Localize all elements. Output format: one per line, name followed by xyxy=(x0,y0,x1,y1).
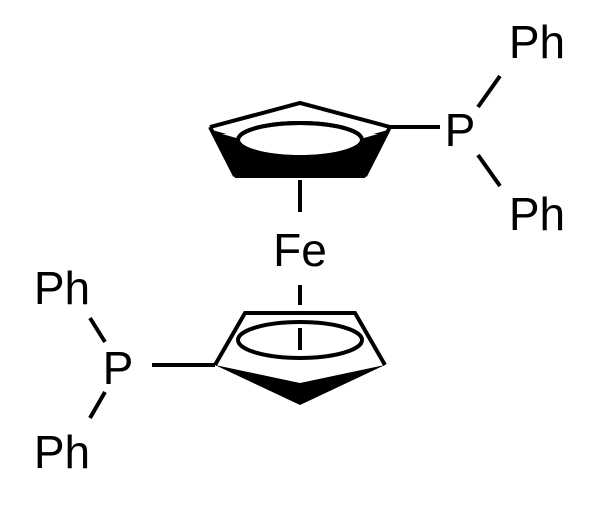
top-ph-lower-label: Ph xyxy=(509,188,565,240)
bottom-p-label: P xyxy=(103,342,134,394)
bottom-ph-upper-label: Ph xyxy=(34,262,90,314)
bottom-p-ph-lower-bond xyxy=(88,391,107,419)
top-p-label: P xyxy=(445,104,476,156)
bottom-p-ph-upper-bond xyxy=(88,316,107,344)
top-p-ph-lower-bond xyxy=(476,153,502,188)
lower-ring-front-wedge xyxy=(215,365,385,405)
top-p-ph-upper-bond xyxy=(476,74,502,109)
upper-ring-mask xyxy=(222,134,378,156)
upper-ring-back-edge xyxy=(209,100,391,129)
lower-ring-back-edge xyxy=(213,311,387,366)
lower-ring-aromatic-circle xyxy=(236,320,364,360)
upper-ring-aromatic-outline xyxy=(236,121,364,159)
fe-label: Fe xyxy=(273,224,327,276)
bottom-ph-lower-label: Ph xyxy=(34,426,90,478)
lower-cp-ring xyxy=(213,311,387,366)
top-ph-upper-label: Ph xyxy=(509,16,565,68)
